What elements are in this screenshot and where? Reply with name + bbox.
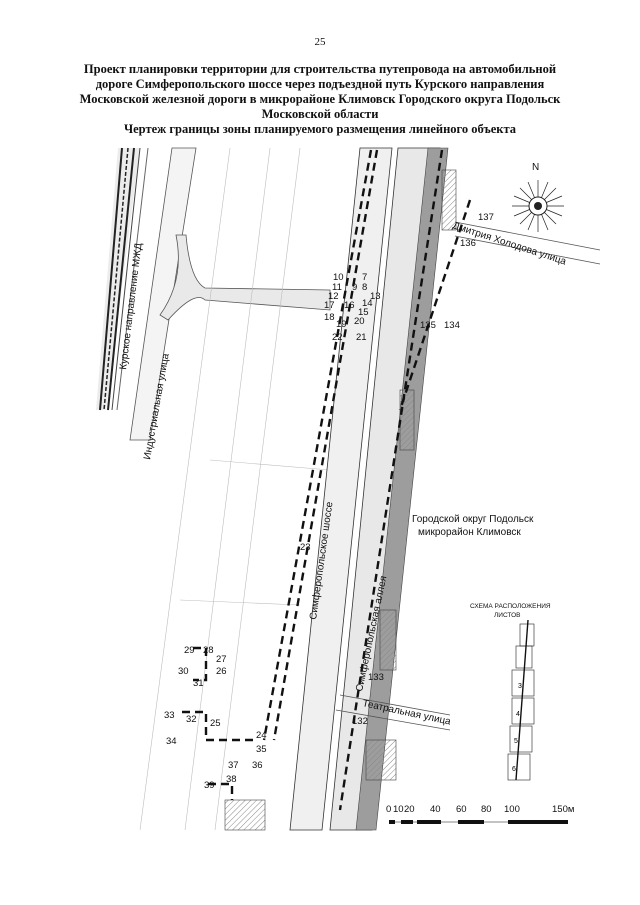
railway-tracks — [96, 147, 149, 411]
compass-rose — [512, 180, 564, 232]
boundary-points: 137 136 134 135 10 7 11 9 8 12 13 14 16 … — [164, 212, 494, 791]
point-label: 35 — [256, 744, 267, 755]
theatre-street — [335, 694, 451, 731]
sheet-number: 5 — [514, 738, 518, 745]
buildings — [224, 169, 457, 831]
point-label: 19 — [336, 319, 347, 330]
sheet-number: 4 — [516, 711, 520, 718]
point-label: 16 — [344, 300, 355, 311]
kholodova-street — [454, 221, 601, 265]
simferopol-highway-road — [289, 147, 393, 831]
point-label: 37 — [228, 760, 239, 771]
industrial-street-road — [129, 147, 197, 441]
title-line-2: дороге Симферопольского шоссе через подъ… — [95, 77, 545, 91]
map-area: N Курское направление МЖД Индустриальная… — [0, 140, 640, 840]
point-label: 32 — [186, 714, 197, 725]
terrain-lines — [139, 147, 331, 831]
point-label: 133 — [368, 672, 384, 683]
point-label: 13 — [370, 291, 381, 302]
point-label: 29 — [184, 645, 195, 656]
sheet-schema-subtitle: ЛИСТОВ — [494, 612, 521, 619]
point-label: 27 — [216, 654, 227, 665]
scale-tick-label: 10 — [393, 804, 404, 815]
scale-bar: 0 10 20 40 60 80 100 150м — [386, 804, 574, 824]
title-block: Проект планировки территории для строите… — [60, 62, 580, 137]
scale-tick-label: 60 — [456, 804, 467, 815]
title-line-1: Проект планировки территории для строите… — [83, 62, 557, 76]
point-label: 33 — [164, 710, 175, 721]
point-label: 7 — [362, 272, 367, 283]
point-label: 36 — [252, 760, 263, 771]
simferopol-alley-strip — [355, 147, 449, 831]
point-label: 26 — [216, 666, 227, 677]
scale-tick-label: 100 — [504, 804, 520, 815]
point-label: 24 — [256, 730, 267, 741]
district-label: Городской округ Подольск — [412, 514, 534, 525]
access-road — [159, 234, 331, 321]
scale-end-label: 150м — [552, 804, 574, 815]
sheet-schema-title: СХЕМА РАСПОЛОЖЕНИЯ — [470, 603, 551, 610]
scale-tick-label: 0 — [386, 804, 391, 815]
point-label: 136 — [460, 238, 476, 249]
north-label: N — [532, 162, 539, 173]
page-number: 25 — [314, 36, 326, 48]
point-label: 23 — [300, 542, 311, 553]
point-label: 17 — [324, 300, 335, 311]
point-label: 30 — [178, 666, 189, 677]
point-label: 14 — [362, 298, 373, 309]
sheet-number: 3 — [518, 683, 522, 690]
point-label: 134 — [444, 320, 460, 331]
scale-tick-label: 20 — [404, 804, 415, 815]
drawing-subtitle: Чертеж границы зоны планируемого размеще… — [123, 122, 517, 136]
point-label: 135 — [420, 320, 436, 331]
point-label: 39 — [204, 780, 215, 791]
scale-tick-label: 40 — [430, 804, 441, 815]
sheet-number: 6 — [512, 766, 516, 773]
zone-boundary — [182, 149, 472, 811]
point-label: 21 — [356, 332, 367, 343]
point-label: 38 — [226, 774, 237, 785]
point-label: 9 — [352, 282, 357, 293]
point-label: 137 — [478, 212, 494, 223]
point-label: 25 — [210, 718, 221, 729]
map-drawing: N Курское направление МЖД Индустриальная… — [96, 147, 601, 831]
point-label: 28 — [203, 645, 214, 656]
title-line-4: Московской области — [261, 107, 379, 121]
point-label: 11 — [332, 282, 342, 293]
point-label: 34 — [166, 736, 177, 747]
point-label: 132 — [352, 716, 368, 727]
microdistrict-label: микрорайон Климовск — [418, 527, 521, 538]
point-label: 12 — [328, 291, 339, 302]
scale-tick-label: 80 — [481, 804, 492, 815]
point-label: 20 — [354, 316, 365, 327]
point-label: 8 — [362, 282, 367, 293]
point-label: 10 — [333, 272, 344, 283]
point-label: 31 — [193, 678, 204, 689]
sheet-schema: СХЕМА РАСПОЛОЖЕНИЯ ЛИСТОВ 3 4 5 6 — [470, 603, 551, 781]
title-line-3: Московской железной дороги в микрорайоне… — [79, 92, 561, 106]
point-label: 15 — [358, 307, 369, 318]
point-label: 22 — [332, 332, 343, 343]
point-label: 18 — [324, 312, 335, 323]
